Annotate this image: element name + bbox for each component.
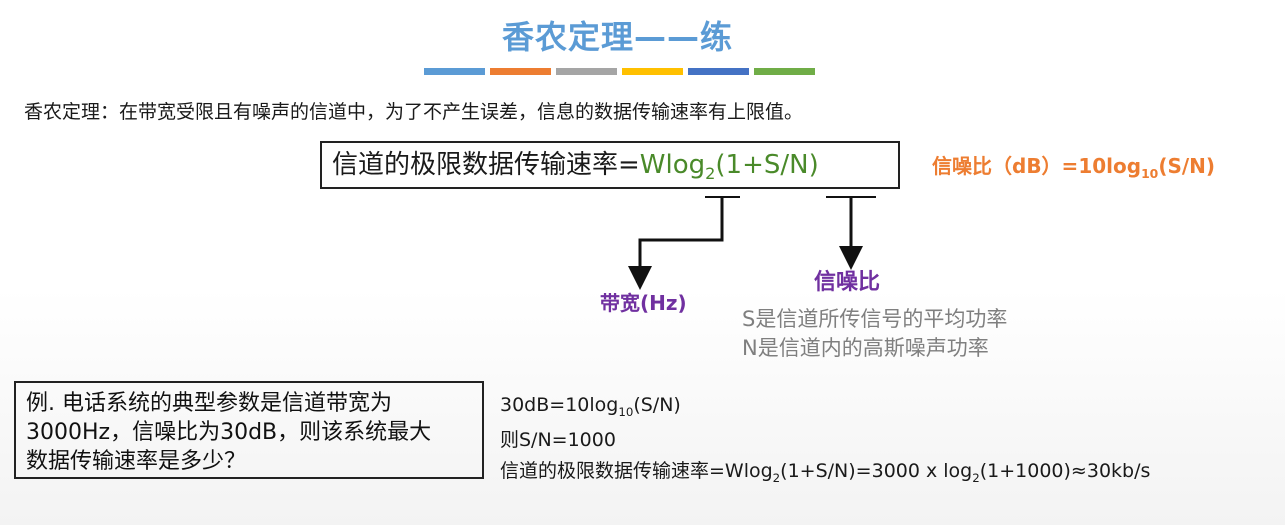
example-question-box: 例. 电话系统的典型参数是信道带宽为 3000Hz，信噪比为30dB，则该系统最…	[14, 381, 484, 479]
color-bar	[688, 68, 749, 75]
shannon-definition: 香农定理：在带宽受限且有噪声的信道中，为了不产生误差，信息的数据传输速率有上限值…	[24, 101, 804, 123]
color-bar	[424, 68, 485, 75]
example-line: 3000Hz，信噪比为30dB，则该系统最大	[26, 420, 432, 445]
signal-power-description: S是信道所传信号的平均功率	[742, 307, 1008, 331]
example-line: 例. 电话系统的典型参数是信道带宽为	[26, 391, 392, 416]
title-color-bars	[424, 68, 815, 75]
solution-line-3: 信道的极限数据传输速率=Wlog2(1+S/N)=3000 x log2(1+1…	[500, 460, 1151, 485]
color-bar	[556, 68, 617, 75]
color-bar	[490, 68, 551, 75]
snr-label: 信噪比	[814, 270, 881, 295]
formula-label: 信道的极限数据传输速率=	[332, 150, 640, 180]
noise-power-description: N是信道内的高斯噪声功率	[742, 336, 989, 360]
snr-arrow	[826, 196, 876, 270]
bandwidth-arrow	[628, 196, 740, 290]
formula-box: 信道的极限数据传输速率=Wlog2(1+S/N)	[320, 141, 900, 189]
solution-line-1: 30dB=10log10(S/N)	[500, 394, 681, 419]
bandwidth-label: 带宽(Hz)	[600, 291, 687, 315]
page-title: 香农定理——练	[501, 18, 733, 56]
color-bar	[754, 68, 815, 75]
color-bar	[622, 68, 683, 75]
example-line: 数据传输速率是多少？	[26, 449, 247, 474]
solution-line-2: 则S/N=1000	[500, 429, 616, 451]
snr-db-formula: 信噪比（dB）=10log10(S/N)	[932, 154, 1216, 181]
formula-expression: Wlog2(1+S/N)	[639, 150, 819, 184]
